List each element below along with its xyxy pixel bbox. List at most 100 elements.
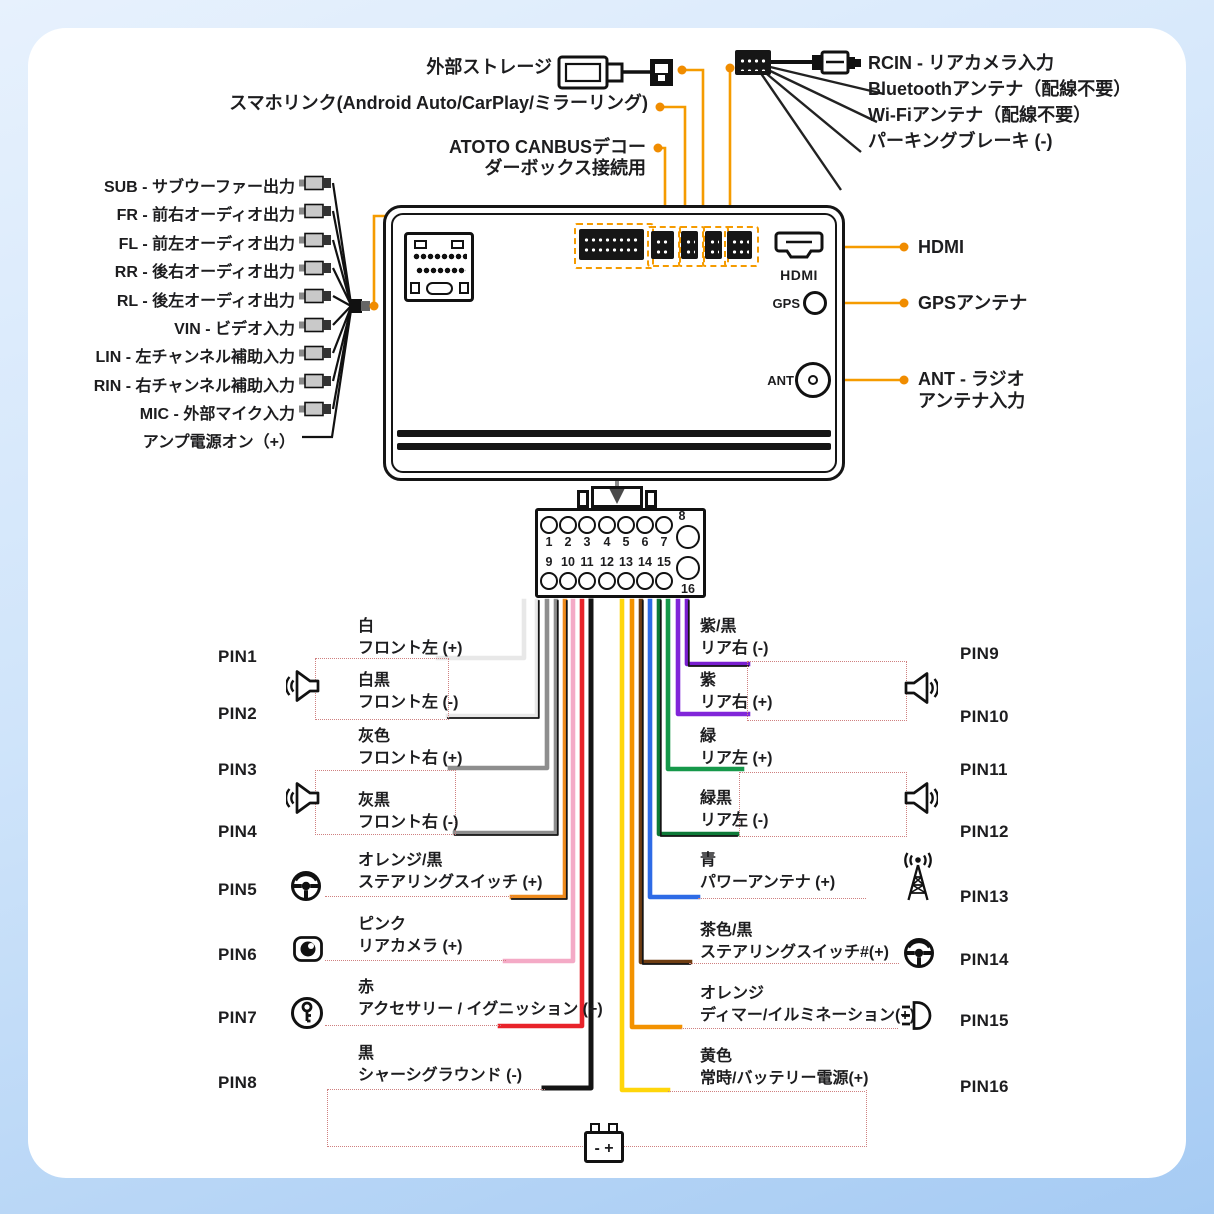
pin8-label: PIN8: [218, 1073, 257, 1092]
wire-pin2-stripe: [447, 600, 540, 719]
rcin-harness-connector: [735, 50, 771, 75]
wire-pin14-stripe: [641, 600, 691, 965]
connector-teeth: [738, 55, 768, 71]
bluetooth-antenna-label: Bluetoothアンテナ（配線不要）: [868, 79, 1132, 99]
wire-color-name: 茶色/黒: [700, 922, 753, 939]
iso-foot: [410, 282, 420, 294]
pin5-underline: [325, 896, 513, 897]
speaker-icon: [286, 670, 320, 702]
orange-callout-dots: [369, 63, 909, 385]
harness-pin-hole: [559, 572, 577, 590]
harness-pin8-hole: [676, 525, 700, 549]
harness-pin-hole: [617, 516, 635, 534]
rear-connector-2: [681, 231, 698, 259]
pin1-label: PIN1: [218, 647, 257, 666]
pin-number: 6: [641, 535, 649, 549]
pin8-wire-label: 黒 シャーシグラウンド (-): [358, 1043, 522, 1087]
iso-pin-slot: [451, 240, 464, 249]
wire-pin9-purple-black: [684, 598, 751, 667]
small-connector-highlight: [724, 226, 759, 267]
pin-number: 3: [583, 535, 591, 549]
pin14-underline: [689, 963, 899, 964]
pin-number: 4: [603, 535, 611, 549]
pin9-label: PIN9: [960, 644, 999, 663]
harness-pin16-hole: [676, 556, 700, 580]
harness-tab-left: [577, 490, 589, 508]
wire-function: フロント右 (-): [358, 814, 459, 831]
pin7-underline: [325, 1025, 501, 1026]
pin12-wire-label: 緑黒 リア左 (-): [700, 788, 768, 832]
pin14-label: PIN14: [960, 950, 1009, 969]
pin-number: 12: [600, 555, 614, 569]
steering-wheel-icon: [904, 938, 934, 968]
harness-tab-right: [645, 490, 657, 508]
small-connector-highlight: [678, 226, 705, 267]
head-unit-inner-outline: [391, 213, 837, 473]
wire-color-name: 緑黒: [700, 790, 733, 807]
wire-color-name: 赤: [358, 979, 375, 996]
rear-connector-1: [651, 231, 674, 259]
harness-pin-hole: [559, 516, 577, 534]
wire-function: シャーシグラウンド (-): [358, 1067, 523, 1084]
harness-pin-hole: [636, 516, 654, 534]
wire-pin4-stripe: [454, 600, 559, 836]
output-label-rl: RL - 後左オーディオ出力: [116, 293, 295, 310]
wire-pin1-white: [435, 598, 527, 661]
pin2-label: PIN2: [218, 704, 257, 723]
pin13-label: PIN13: [960, 887, 1009, 906]
wire-function: ステアリングスイッチ#(+): [700, 944, 889, 961]
power-antenna-icon: [904, 852, 932, 901]
harness-pin-hole: [636, 572, 654, 590]
harness-pin-hole: [617, 572, 635, 590]
wire-pin9-stripe: [687, 600, 749, 667]
pin4-wire-label: 灰黒 フロント右 (-): [358, 790, 458, 834]
steering-wheel-icon: [291, 871, 321, 901]
ant-callout-label: ANT - ラジオ アンテナ入力: [918, 368, 1025, 412]
ant-callout-line2: アンテナ入力: [918, 391, 1026, 411]
output-label-fl: FL - 前左オーディオ出力: [118, 236, 295, 253]
wire-color-name: 灰黒: [358, 792, 391, 809]
output-label-fr: FR - 前右オーディオ出力: [116, 207, 295, 224]
iso-power-connector: [404, 232, 474, 302]
battery-polarity-label: - +: [594, 1140, 614, 1157]
pin16-label: PIN16: [960, 1077, 1009, 1096]
pin15-wire-label: オレンジ ディマー/イルミネーション(+): [700, 983, 915, 1027]
connector-teeth: [582, 234, 641, 256]
connector-teeth: [684, 236, 695, 255]
hdmi-callout-label: HDMI: [918, 237, 964, 257]
wire-pin15-orange: [629, 598, 683, 1030]
pin-number: 10: [561, 555, 575, 569]
rear-left-speaker-group: [739, 772, 907, 837]
wire-pin2-white-black: [445, 598, 540, 719]
gps-callout-label: GPSアンテナ: [918, 293, 1028, 313]
canbus-label: ATOTO CANBUSデコー ダーボックス接続用: [398, 137, 646, 179]
wire-function: フロント左 (-): [358, 694, 459, 711]
rca-plug-icon: [299, 175, 331, 417]
pin16-underline: [668, 1091, 865, 1092]
wire-color-name: 黄色: [700, 1048, 733, 1065]
wire-function: リア左 (+): [700, 750, 773, 767]
wire-pin13-blue: [647, 598, 701, 900]
ant-port-center: [808, 375, 818, 385]
pin-number: 13: [619, 555, 633, 569]
wire-color-name: 灰色: [358, 728, 391, 745]
pin5-wire-label: オレンジ/黒 ステアリングスイッチ (+): [358, 850, 542, 894]
wire-pin11-green: [665, 598, 745, 772]
pin7-wire-label: 赤 アクセサリー / イグニッション (+): [358, 977, 603, 1021]
pin8-underline: [327, 1089, 545, 1090]
wire-function: リア右 (-): [700, 640, 769, 657]
wire-color-name: 青: [700, 852, 717, 869]
ant-callout-line1: ANT - ラジオ: [918, 369, 1025, 389]
harness-pin-hole: [578, 572, 596, 590]
pin10-wire-label: 紫 リア右 (+): [700, 670, 772, 714]
pin3-label: PIN3: [218, 760, 257, 779]
top-right-labels: RCIN - リアカメラ入力 Bluetoothアンテナ（配線不要） Wi-Fi…: [868, 50, 1131, 154]
wire-color-name: 緑: [700, 728, 717, 745]
pin15-underline: [681, 1028, 898, 1029]
iso-pin-row: [416, 267, 466, 274]
speaker-icon: [904, 782, 938, 814]
rca-plug-icons: [299, 175, 331, 417]
battery-icon: - +: [584, 1131, 624, 1163]
head-unit-heatsink-bar: [397, 443, 831, 450]
